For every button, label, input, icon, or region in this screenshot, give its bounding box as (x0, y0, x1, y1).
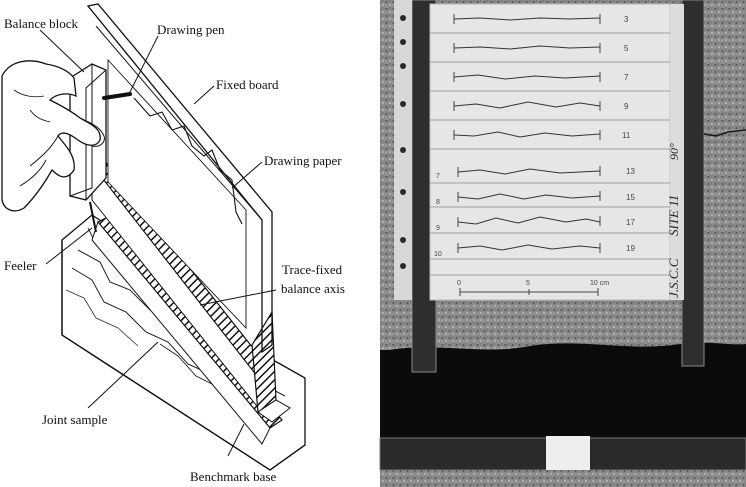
margin-number: 8 (436, 199, 440, 206)
drawing-pen (102, 92, 132, 100)
profile-number: 3 (624, 15, 629, 24)
profile-number: 9 (624, 102, 629, 111)
scale-tick-label: 10 cm (590, 280, 609, 287)
label-joint-sample: Joint sample (42, 412, 108, 427)
margin-number: 10 (434, 251, 442, 258)
leader-joint-sample (87, 341, 159, 409)
left-margin-numbers: 7 8 9 10 (434, 173, 442, 258)
scale-tick-label: 0 (457, 280, 461, 287)
end-support (251, 310, 291, 423)
profile-19 (457, 244, 601, 251)
label-feeler: Feeler (4, 258, 37, 273)
profile-end-ticks (453, 14, 601, 253)
handwriting-site: SITE 11 (666, 195, 681, 236)
leader-trace-fixed (199, 289, 277, 306)
profile-3 (453, 17, 601, 21)
profile-9 (453, 101, 601, 109)
handwriting-jscc: J.S.C.C (666, 258, 681, 298)
profile-17 (457, 216, 601, 225)
label-balance-block: Balance block (4, 16, 78, 31)
profile-number: 15 (626, 193, 635, 202)
leader-fixed-board (193, 85, 215, 105)
margin-number: 9 (436, 225, 440, 232)
profile-photograph: 3 5 7 9 11 13 15 17 19 7 8 9 10 0 5 10 c… (379, 0, 746, 487)
profile-number: 7 (624, 73, 629, 82)
label-benchmark-base: Benchmark base (190, 469, 277, 484)
drawing-paper (107, 58, 247, 330)
profile-11 (453, 131, 601, 138)
profile-13 (457, 168, 601, 175)
sleeve-holes (400, 15, 406, 269)
profilometer-diagram: Balance block Drawing pen Fixed board Dr… (1, 3, 345, 484)
paper-sheet (429, 3, 671, 301)
scale-bar: 0 5 10 cm (457, 280, 609, 296)
leader-drawing-paper (231, 161, 263, 189)
right-bar (681, 0, 705, 367)
profile-numbers: 3 5 7 9 11 13 15 17 19 (622, 15, 635, 253)
handwriting-angle: 90° (667, 143, 681, 160)
scale-tick-label: 5 (526, 280, 530, 287)
profile-number: 19 (626, 244, 635, 253)
profile-5 (453, 45, 601, 50)
margin-number: 7 (436, 173, 440, 180)
label-drawing-paper: Drawing paper (264, 153, 342, 168)
hand-illustration (1, 60, 105, 212)
rock-crack (703, 129, 746, 137)
profile-number: 5 (624, 44, 629, 53)
leader-feeler (45, 227, 93, 265)
profile-number: 13 (626, 167, 635, 176)
leader-benchmark-base (227, 423, 245, 457)
fixed-board (86, 3, 273, 354)
profile-number: 11 (622, 131, 631, 140)
profile-7 (453, 74, 601, 80)
label-drawing-pen: Drawing pen (157, 22, 225, 37)
leader-balance-block (39, 29, 85, 73)
feeler (89, 201, 97, 233)
profile-number: 17 (626, 218, 635, 227)
label-fixed-board: Fixed board (216, 77, 279, 92)
leader-drawing-pen (127, 35, 159, 97)
traced-profiles (453, 17, 601, 251)
profile-15 (457, 193, 601, 200)
label-trace-fixed-2: balance axis (281, 281, 345, 296)
bottom-label-patch (546, 436, 590, 470)
label-trace-fixed-1: Trace-fixed (282, 262, 343, 277)
row-lines (430, 32, 670, 276)
leader-lines (39, 29, 277, 457)
handwriting: J.S.C.C SITE 11 90° (666, 143, 681, 298)
